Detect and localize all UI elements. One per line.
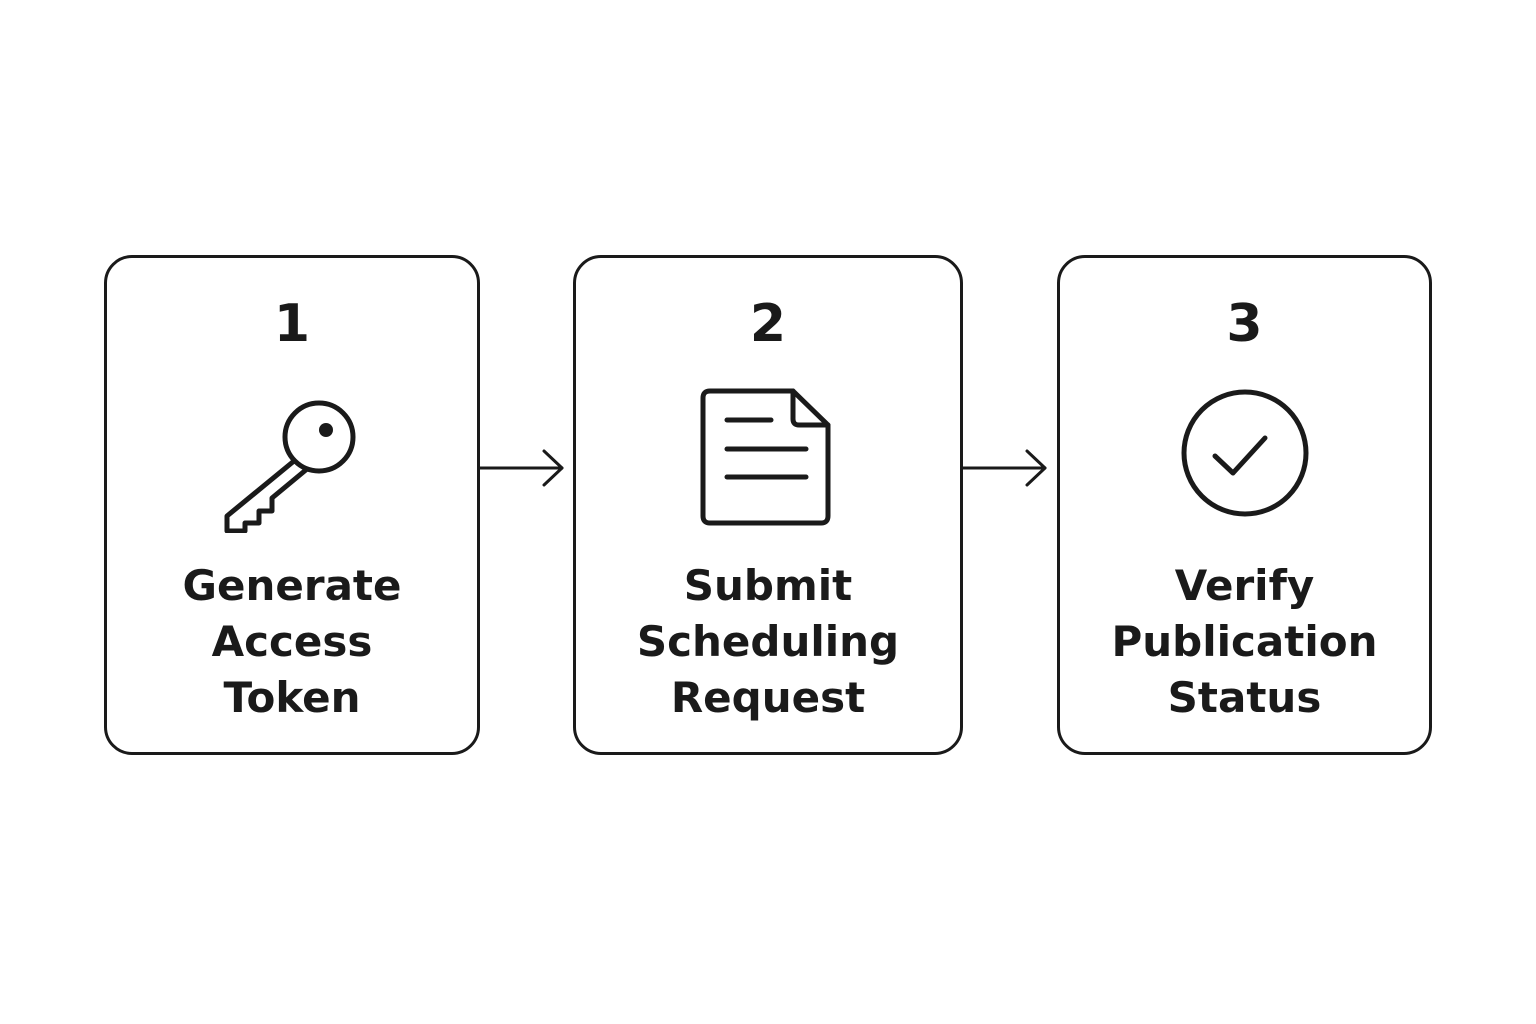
step-number: 3 bbox=[1226, 294, 1263, 354]
document-icon bbox=[693, 383, 843, 533]
step-label: Submit Scheduling Request bbox=[636, 561, 900, 722]
step-number: 1 bbox=[273, 294, 311, 354]
step-number: 2 bbox=[749, 294, 787, 354]
step-card-verify-status: 3 Verify Publication Status bbox=[1057, 255, 1432, 755]
step-card-generate-token: 1 Generate Access Token bbox=[104, 255, 480, 755]
arrow-right-icon bbox=[478, 448, 568, 488]
step-label: Verify Publication Status bbox=[1111, 561, 1378, 722]
check-circle-icon bbox=[1170, 383, 1320, 533]
arrow-right-icon bbox=[961, 448, 1051, 488]
step-card-submit-request: 2 Submit Scheduling Request bbox=[573, 255, 963, 755]
key-icon bbox=[217, 383, 367, 533]
step-label: Generate Access Token bbox=[182, 561, 402, 722]
